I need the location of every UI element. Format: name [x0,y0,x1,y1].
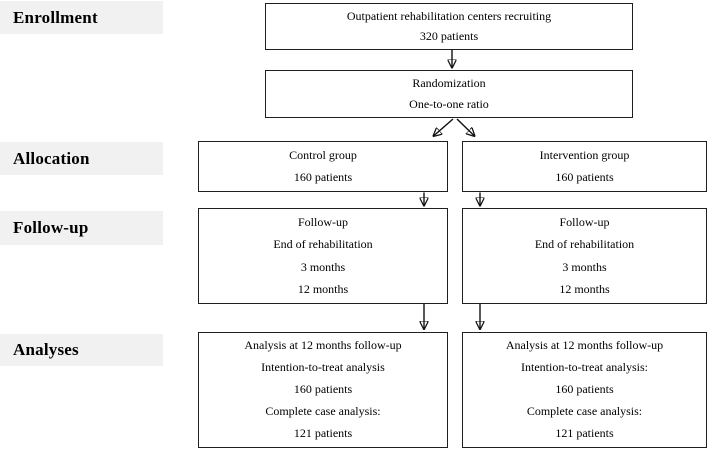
box-control-group: Control group 160 patients [198,141,448,192]
box-line: Control group [289,147,357,162]
box-randomization: Randomization One-to-one ratio [265,70,633,118]
stage-label-analyses: Analyses [13,340,79,359]
box-line: 160 patients [555,382,614,397]
arrow-randomization-to-control [434,118,454,136]
stage-label-followup: Follow-up [13,218,89,237]
box-line: Analysis at 12 months follow-up [244,338,402,353]
arrow-randomization-to-intervention [456,118,475,136]
stage-bar-allocation: Allocation [0,142,163,175]
box-line: Intention-to-treat analysis: [521,360,648,375]
box-line: Outpatient rehabilitation centers recrui… [346,8,552,23]
box-line: Analysis at 12 months follow-up [505,338,664,353]
box-line: Intention-to-treat analysis [261,360,385,375]
box-line: 160 patients [555,170,614,185]
box-line: 12 months [297,282,349,297]
box-line: Follow-up [297,214,348,229]
box-line: 3 months [562,259,607,274]
box-line: 160 patients [293,382,353,397]
box-recruiting-centers: Outpatient rehabilitation centers recrui… [265,3,633,50]
box-analysis-intervention: Analysis at 12 months follow-up Intentio… [462,332,707,448]
box-line: 121 patients [293,426,353,441]
stage-label-enrollment: Enrollment [13,7,98,27]
box-line: Randomization [412,75,486,90]
box-followup-control: Follow-up End of rehabilitation 3 months… [198,208,448,304]
box-intervention-group: Intervention group 160 patients [462,141,707,192]
box-followup-intervention: Follow-up End of rehabilitation 3 months… [462,208,707,304]
box-line: 12 months [559,282,610,297]
stage-bar-enrollment: Enrollment [0,1,163,34]
box-line: Complete case analysis: [526,404,643,419]
box-line: 121 patients [555,426,614,441]
box-analysis-control: Analysis at 12 months follow-up Intentio… [198,332,448,448]
box-line: 320 patients [419,29,479,44]
box-line: Complete case analysis: [265,404,381,419]
box-line: End of rehabilitation [273,237,373,252]
box-line: 3 months [300,259,346,274]
box-line: End of rehabilitation [534,237,635,252]
stage-bar-followup: Follow-up [0,211,163,245]
stage-bar-analyses: Analyses [0,334,163,366]
box-line: 160 patients [293,170,353,185]
stage-label-allocation: Allocation [13,148,90,168]
box-line: Follow-up [559,214,610,229]
box-line: One-to-one ratio [409,96,489,111]
box-line: Intervention group [539,147,630,162]
